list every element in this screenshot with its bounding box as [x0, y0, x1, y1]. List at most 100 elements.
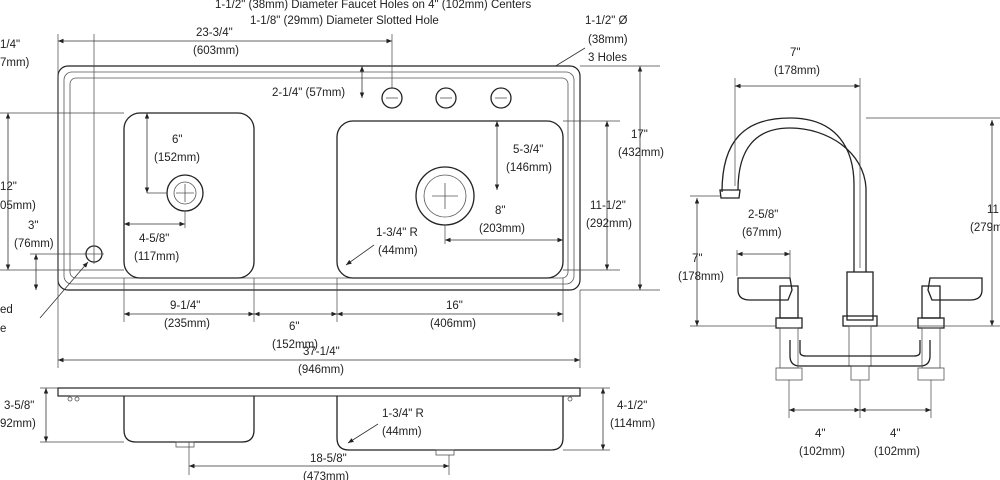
holes-diameter-mm: (38mm): [588, 34, 628, 46]
label-4-12: 4-1/2": [617, 400, 647, 412]
label-7-left-mm: (178mm): [678, 271, 724, 283]
right-handle-shank: [921, 327, 941, 369]
label-16-mm: (406mm): [430, 318, 476, 330]
faucet-spout-outer: [721, 117, 855, 272]
left-handle-stem: [779, 285, 799, 319]
label-4-58: 4-5/8": [139, 233, 169, 245]
label-23-34: 23-3/4": [196, 27, 233, 39]
label-37-14: 37-1/4": [303, 346, 340, 358]
faucet-hole-3: [490, 87, 512, 109]
slotted-hole-note: 1-1/8" (29mm) Diameter Slotted Hole: [250, 15, 439, 27]
side-left-drain: [175, 441, 195, 448]
side-clip-left: [67, 396, 73, 402]
label-37-14-mm: (946mm): [298, 364, 344, 376]
side-radius-leader: [347, 423, 379, 444]
faucet-hole-2: [435, 87, 457, 109]
faucet-shank: [848, 325, 872, 367]
label-3: 3": [28, 220, 38, 232]
label-6-mm: (152mm): [154, 152, 200, 164]
label-7-top-mm: (178mm): [774, 65, 820, 77]
left-lever-handle: [737, 277, 793, 301]
label-side-1-34r-mm: (44mm): [382, 426, 422, 438]
slotted-hole-leader: [39, 261, 89, 319]
label-11: 11: [987, 204, 999, 216]
left-partial-label-e: e: [0, 323, 6, 335]
label-8: 8": [495, 205, 505, 217]
sink-side-view: 3-5/8" 92mm) 1-3/4" R (44mm) 4-1/2" (114…: [0, 387, 655, 480]
left-partial-label-12b: 05mm): [0, 200, 36, 212]
label-11-12-mm: (292mm): [586, 218, 632, 230]
label-18-58: 18-5/8": [310, 453, 347, 465]
faucet-holes-note: 1-1/2" (38mm) Diameter Faucet Holes on 4…: [215, 0, 531, 11]
label-2-58-mm: (67mm): [742, 227, 782, 239]
label-11-mm: (279m: [970, 222, 1000, 234]
label-6: 6": [172, 134, 182, 146]
faucet-body-nut: [842, 315, 878, 327]
label-4-12-mm: (114mm): [610, 418, 655, 430]
right-bowl: [336, 120, 564, 279]
side-right-bowl: [336, 396, 564, 451]
left-partial-label-1: 1/4": [0, 39, 20, 51]
left-handle-base: [775, 367, 803, 381]
side-clip-left-2: [74, 396, 80, 402]
faucet-elevation-view: 7" (178mm) 2-5/8" (67mm) 7" (178mm) 11 (…: [678, 47, 1000, 458]
label-4-58-mm: (117mm): [134, 251, 179, 263]
right-handle-nut: [917, 317, 945, 329]
label-1-34r: 1-3/4" R: [376, 227, 418, 239]
label-7-left: 7": [692, 253, 702, 265]
sink-deck: [69, 77, 569, 279]
side-right-drain: [435, 449, 455, 456]
label-1-34r-mm: (44mm): [378, 245, 418, 257]
side-clip-right: [567, 396, 573, 402]
faucet-spout-inner: [737, 127, 867, 272]
faucet-aerator: [719, 189, 741, 199]
label-9-14: 9-1/4": [170, 300, 200, 312]
sink-plan-view: 23-3/4" (603mm) 2-1/4" (57mm) 6" (152mm)…: [0, 27, 664, 376]
faucet-body: [846, 271, 874, 321]
label-2-14: 2-1/4" (57mm): [272, 87, 345, 99]
label-4-b-mm: (102mm): [874, 446, 920, 458]
right-drain-inner: [423, 174, 467, 218]
radius-leader: [345, 244, 375, 266]
right-handle-base: [917, 367, 945, 381]
label-3-58: 3-5/8": [4, 400, 34, 412]
label-4-a-mm: (102mm): [799, 446, 845, 458]
holes-count-label: 3 Holes: [588, 52, 627, 64]
label-7-top: 7": [790, 47, 800, 59]
sink-rim-inner: [63, 71, 575, 285]
side-rim: [57, 387, 581, 397]
label-23-34-mm: (603mm): [193, 45, 239, 57]
label-4-a: 4": [815, 428, 825, 440]
right-lever-handle: [927, 277, 983, 301]
label-18-58-mm: (473mm): [303, 471, 349, 480]
label-side-1-34r: 1-3/4" R: [382, 408, 424, 420]
label-9-14-mm: (235mm): [164, 318, 210, 330]
label-17-mm: (432mm): [618, 147, 664, 159]
faucet-connector-outer: [789, 340, 931, 367]
label-3-58-mm: 92mm): [0, 418, 36, 430]
left-partial-label-12: 12": [0, 181, 17, 193]
label-4-b: 4": [890, 428, 900, 440]
left-handle-nut: [775, 317, 803, 329]
label-3-mm: (76mm): [14, 238, 54, 250]
right-handle-stem: [921, 285, 941, 319]
label-11-12: 11-1/2": [590, 200, 626, 212]
label-16: 16": [446, 300, 463, 312]
label-8-mm: (203mm): [479, 223, 525, 235]
left-partial-label-1b: 7mm): [0, 57, 30, 69]
label-6b-mm: (152mm): [272, 339, 318, 351]
label-17: 17": [631, 129, 648, 141]
label-5-34: 5-3/4": [513, 144, 543, 156]
faucet-center-tail: [850, 365, 870, 381]
label-6b: 6": [289, 321, 299, 333]
left-handle-shank: [779, 327, 799, 369]
left-bowl: [123, 112, 255, 279]
label-2-58: 2-5/8": [748, 209, 778, 221]
side-left-bowl: [123, 396, 255, 443]
holes-diameter-label: 1-1/2" Ø: [585, 15, 627, 27]
label-5-34-mm: (146mm): [506, 162, 552, 174]
left-partial-label-ed: ed: [0, 304, 13, 316]
faucet-connector-inner: [799, 340, 921, 357]
left-drain-inner: [173, 181, 197, 205]
